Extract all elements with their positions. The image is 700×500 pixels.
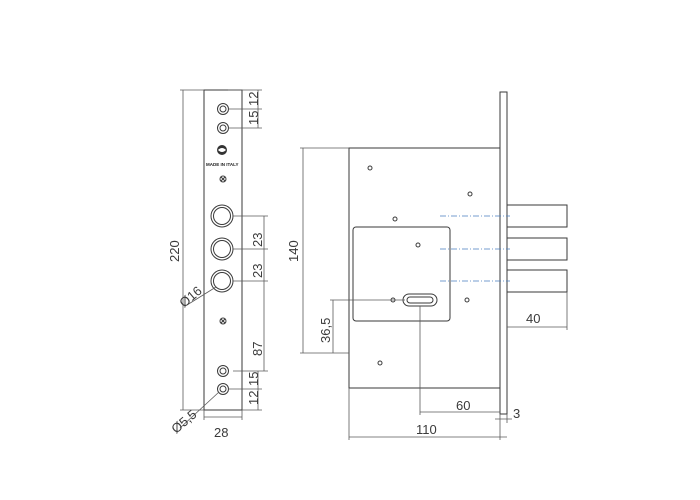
- case-screw: [367, 165, 373, 171]
- bolt-top: [506, 204, 568, 228]
- case-screw: [464, 297, 470, 303]
- cylinder-housing: [352, 226, 451, 322]
- dim-40: 40: [526, 311, 540, 326]
- screw-hole-inner: [219, 105, 227, 113]
- front-plate-edge: [499, 91, 508, 415]
- bolt-hole: [210, 204, 234, 228]
- dim-15-bottom: 15: [246, 372, 261, 386]
- screw-hole-inner: [219, 124, 227, 132]
- dim-phi55: Ø5,5: [168, 407, 199, 437]
- cross-screw: [219, 175, 227, 183]
- dim-87: 87: [250, 342, 265, 356]
- brand-logo: [217, 145, 227, 155]
- top-screw-holes: [217, 103, 229, 134]
- case-screw: [377, 360, 383, 366]
- case-screw: [467, 191, 473, 197]
- dim-23-b: 23: [250, 264, 265, 278]
- dim-36-5: 36,5: [318, 318, 333, 343]
- dim-220: 220: [167, 240, 182, 262]
- dim-23-a: 23: [250, 233, 265, 247]
- lock-body-view: 140 36,5 40 60 3 110: [286, 91, 568, 440]
- bolt-bottom: [506, 269, 568, 293]
- logo-swirl: [218, 148, 226, 152]
- cross-screw-icon: [219, 317, 227, 325]
- dim-140: 140: [286, 240, 301, 262]
- faceplate-view: MADE IN ITALY: [167, 89, 268, 440]
- dim-110: 110: [416, 422, 437, 437]
- case-screw: [415, 242, 421, 248]
- dim-60: 60: [456, 398, 470, 413]
- faceplate-outline: [203, 89, 243, 411]
- cross-screw: [219, 317, 227, 325]
- cross-screw-icon: [219, 175, 227, 183]
- screw-hole: [217, 383, 229, 395]
- keyhole: [402, 293, 438, 307]
- dim-12-bottom: 12: [246, 391, 261, 405]
- bottom-screw-holes: [217, 365, 229, 395]
- bolt-hole: [210, 237, 234, 261]
- dim-phi16: Ø16: [176, 283, 204, 310]
- screw-hole: [217, 122, 229, 134]
- case-screw: [392, 216, 398, 222]
- screw-hole: [217, 103, 229, 115]
- bolt-hole: [210, 269, 234, 293]
- lock-case: [348, 147, 501, 389]
- screw-hole: [217, 365, 229, 377]
- stamp-text: MADE IN ITALY: [206, 162, 239, 167]
- dim-28: 28: [214, 425, 228, 440]
- bolt-middle: [506, 237, 568, 261]
- dim-12-top: 12: [246, 92, 261, 106]
- bolt-holes: [210, 204, 234, 293]
- dim-3: 3: [513, 406, 520, 421]
- dim-15-top: 15: [246, 111, 261, 125]
